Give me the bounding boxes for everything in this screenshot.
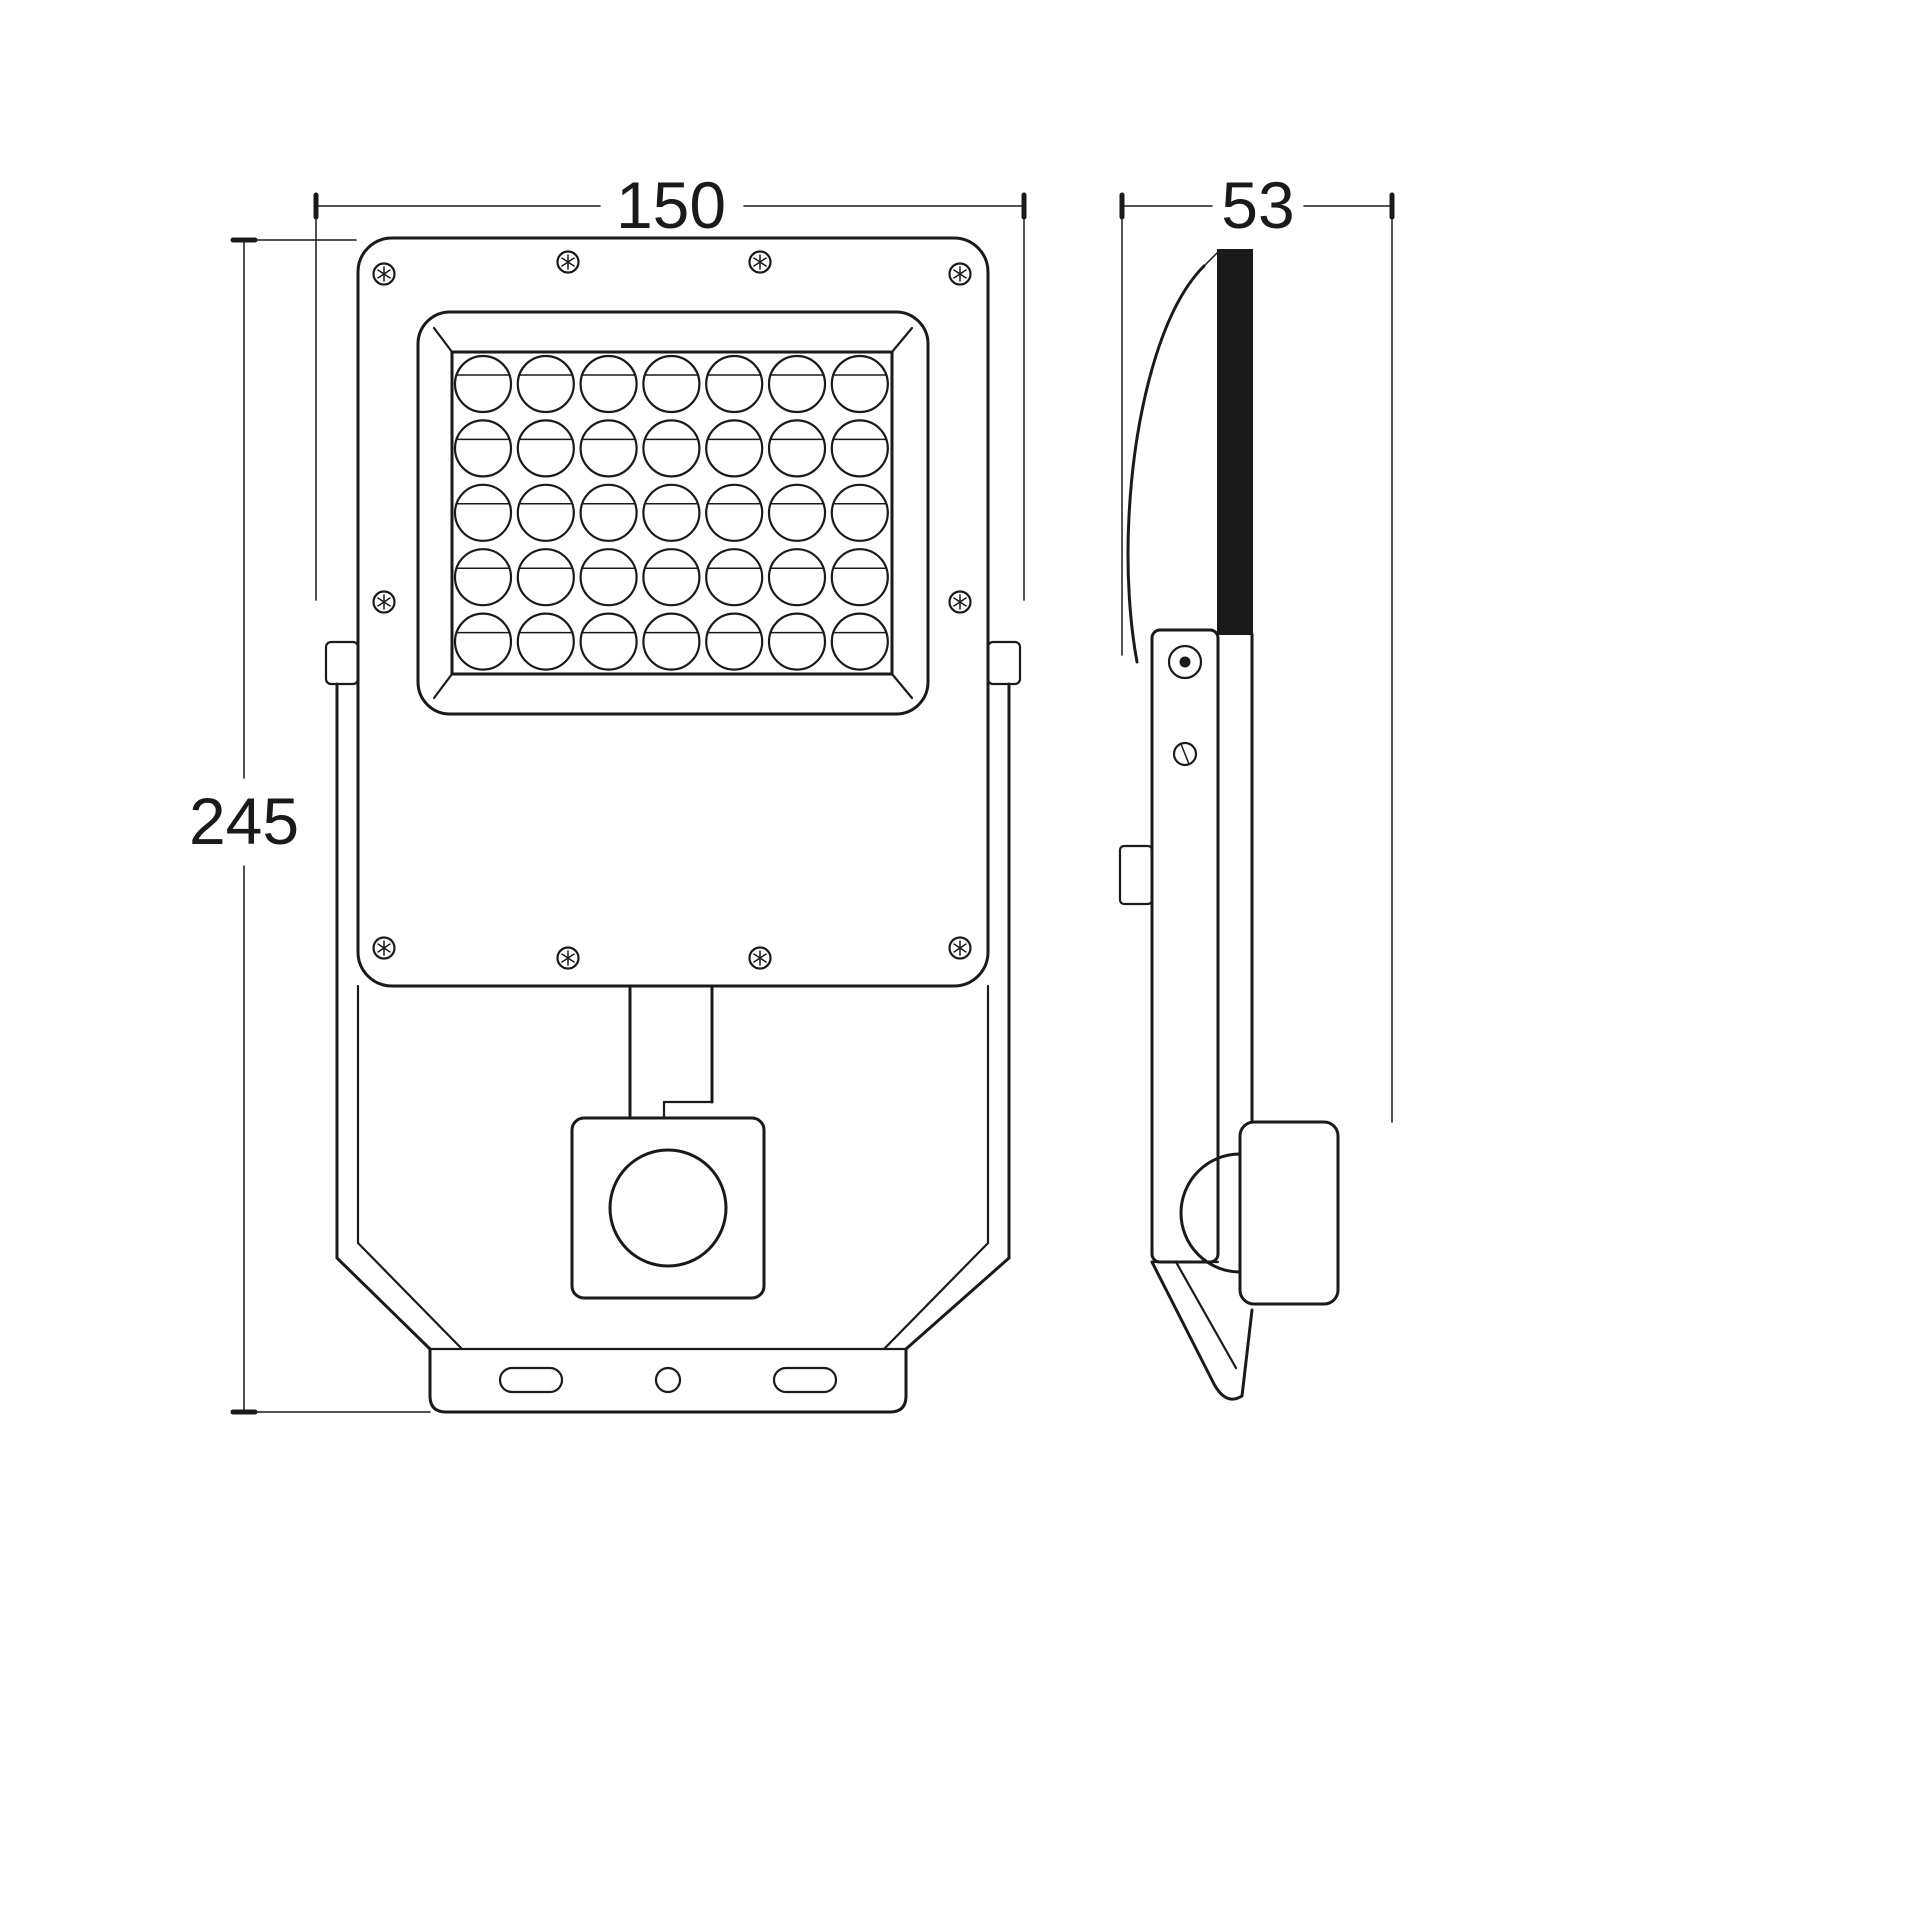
screw-icon [948,936,972,960]
screw-slot [1180,743,1190,765]
led-lens [830,419,889,478]
bevel-line [890,672,914,700]
led-lens [705,483,764,542]
led-lens [642,419,701,478]
sensor-housing-side [1238,1120,1340,1306]
led-lens [642,548,701,607]
side-screw [1172,741,1198,767]
led-lens [453,548,513,607]
foot-side [1150,1260,1254,1401]
screw-icon [748,946,772,970]
dimension-height: 245 [189,237,431,1415]
dimension-width: 150 [313,168,1027,601]
led-lens [830,483,889,542]
dimension-depth: 53 [1119,168,1395,1123]
lens-edge-bar [1217,249,1253,635]
pir-dome [1179,1152,1242,1274]
led-lens [516,419,575,478]
foot-slot-left [498,1366,564,1394]
floodlight-front-body [324,236,1022,1414]
sensor-box-side [1179,1120,1340,1306]
bracket-diagonal-left [335,1256,432,1351]
led-lens [453,354,513,414]
screw-icon [372,936,396,960]
led-lens [516,612,575,671]
sensor-box-front [570,1116,766,1300]
sensor-stem [628,984,714,1120]
led-frame-outer [416,310,930,716]
led-lens [453,612,513,671]
led-lens [516,548,575,607]
bracket-diagonal-left-inner [356,1241,464,1351]
foot-side-inner [1174,1260,1238,1370]
led-lens [705,419,764,478]
bracket-arm-side [1150,628,1220,1264]
led-lens [705,354,764,414]
led-lens [767,419,827,478]
led-lens [579,419,638,478]
led-lens [830,612,889,671]
housing-top-step [1203,251,1219,267]
led-lens [579,483,638,542]
screw-icon [948,590,972,614]
led-lens [453,483,513,542]
led-lens [579,548,638,607]
side-latch [1118,844,1154,906]
led-lens [705,612,764,671]
bevel-line [432,672,454,700]
front-housing [356,236,990,988]
bracket-diagonal-right-inner [882,1241,990,1351]
led-grid [453,354,889,671]
screw-icon [556,946,580,970]
led-lens [516,483,575,542]
bevel-line [432,326,454,354]
led-lens [705,548,764,607]
screw-icon [556,250,580,274]
screws [372,250,972,970]
led-lens [579,612,638,671]
foot-hole [654,1366,682,1394]
led-lens [767,483,827,542]
screw-icon [372,262,396,286]
led-lens [516,354,575,414]
dim-label-depth: 53 [1221,168,1294,242]
foot-plate [428,1347,908,1414]
pivot-center [1179,656,1191,668]
led-lens [767,354,827,414]
mounting-bracket [335,682,1011,1414]
screw-icon [372,590,396,614]
pivot-hole [1167,644,1203,680]
bevel-line [890,326,914,354]
dim-label-height: 245 [189,784,299,858]
foot-slot-right [772,1366,838,1394]
side-view: 53 [1118,168,1395,1401]
dim-label-width: 150 [616,168,726,242]
led-lens [642,483,701,542]
led-lens [642,354,701,414]
led-lens [453,419,513,478]
led-panel [416,310,930,716]
floodlight-side-body [1118,249,1340,1401]
led-lens [830,354,889,414]
screw-icon [948,262,972,286]
sensor-housing [570,1116,766,1300]
front-view: 150 245 [189,168,1027,1415]
mounting-knob-right [986,640,1022,686]
led-frame-inner [450,350,894,676]
housing-back-curve [1126,264,1206,664]
led-lens [767,548,827,607]
bracket-diagonal-right [904,1256,1011,1351]
pir-lens [608,1148,728,1268]
led-lens [830,548,889,607]
led-lens [642,612,701,671]
mounting-knob-left [324,640,360,686]
led-lens [767,612,827,671]
led-lens [579,354,638,414]
screw-icon [748,250,772,274]
